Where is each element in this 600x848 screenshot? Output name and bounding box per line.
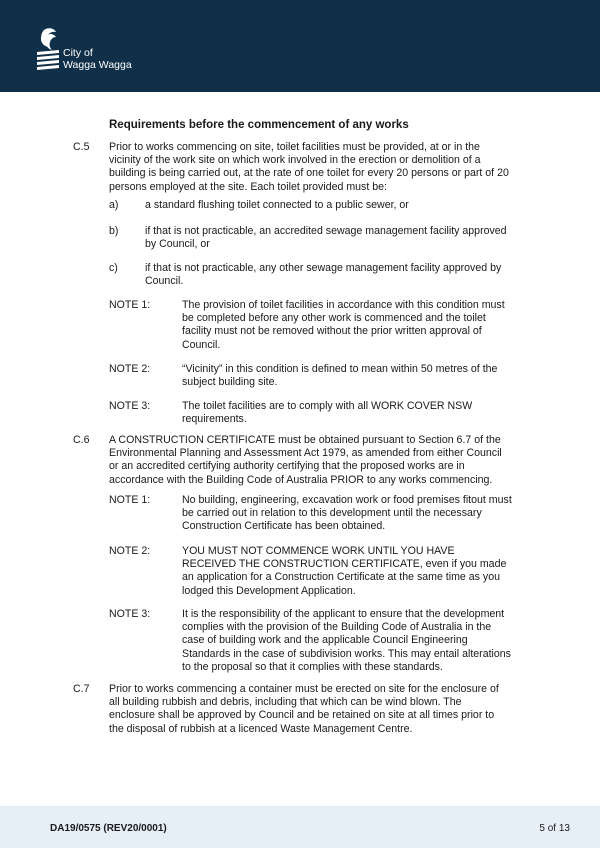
text-line: The toilet facilities are to comply with… (182, 400, 473, 412)
text-line: Environmental Planning and Assessment Ac… (109, 447, 502, 460)
page-footer: DA19/0575 (REV20/0001) 5 of 13 (0, 806, 600, 848)
text-line: Council. (182, 338, 221, 351)
list-item-label: a) (109, 199, 119, 211)
text-line: lodged this Development Application. (182, 584, 356, 597)
note-text: No building, engineering, excavation wor… (182, 494, 530, 534)
text-line: It is the responsibility of the applican… (182, 608, 505, 620)
note-text: The provision of toilet facilities in ac… (182, 299, 530, 352)
text-line: The provision of toilet facilities in ac… (182, 299, 505, 311)
clause-number: C.5 (73, 141, 90, 153)
text-line: building is being carried out, at the ra… (109, 167, 509, 180)
list-item-text: if that is not practicable, an accredite… (145, 225, 530, 251)
note-label: NOTE 2: (109, 363, 151, 375)
text-line: enclosure shall be approved by Council a… (109, 709, 495, 722)
document-reference: DA19/0575 (REV20/0001) (50, 823, 167, 834)
note-label: NOTE 3: (109, 400, 151, 412)
text-line: requirements. (182, 413, 247, 426)
page-number: 5 of 13 (539, 823, 570, 834)
text-line: be completed before any other work is co… (182, 312, 486, 325)
clause-number: C.6 (73, 434, 90, 446)
note-label: NOTE 3: (109, 608, 151, 620)
text-line: Construction Certificate has been obtain… (182, 520, 386, 533)
list-item-text: if that is not practicable, any other se… (145, 262, 530, 288)
clause-text: Prior to works commencing a container mu… (109, 683, 529, 736)
text-line: all building rubbish and debris, includi… (109, 696, 462, 709)
note-label: NOTE 1: (109, 299, 151, 311)
text-line: by Council, or (145, 238, 210, 251)
text-line: persons employed at the site. Each toile… (109, 180, 387, 193)
logo-line1: City of (63, 47, 93, 59)
page-header: City of Wagga Wagga (0, 0, 600, 92)
wagga-wagga-logo-icon (37, 28, 59, 70)
text-line: Prior to works commencing on site, toile… (109, 141, 480, 153)
text-line: Council. (145, 275, 184, 288)
text-line: “Vicinity” in this condition is defined … (182, 363, 498, 375)
text-line: an application for a Construction Certif… (182, 571, 500, 584)
clause-number: C.7 (73, 683, 90, 695)
note-text: “Vicinity” in this condition is defined … (182, 363, 530, 389)
text-line: facility must not be removed without the… (182, 325, 482, 338)
city-logo: City of Wagga Wagga (34, 26, 144, 76)
text-line: Prior to works commencing a container mu… (109, 683, 499, 695)
note-text: YOU MUST NOT COMMENCE WORK UNTIL YOU HAV… (182, 545, 530, 598)
text-line: vicinity of the work site on which work … (109, 154, 481, 167)
note-text: The toilet facilities are to comply with… (182, 400, 530, 426)
text-line: complies with the provision of the Build… (182, 621, 492, 634)
text-line: if that is not practicable, an accredite… (145, 225, 507, 237)
text-line: be carried out in relation to this devel… (182, 507, 482, 520)
note-text: It is the responsibility of the applican… (182, 608, 530, 674)
section-heading: Requirements before the commencement of … (109, 119, 409, 131)
text-line: No building, engineering, excavation wor… (182, 494, 512, 506)
list-item-label: c) (109, 262, 118, 274)
clause-text: Prior to works commencing on site, toile… (109, 141, 529, 194)
note-label: NOTE 1: (109, 494, 151, 506)
text-line: the disposal of rubbish at a licenced Wa… (109, 722, 413, 735)
text-line: case of building work and the applicable… (182, 634, 468, 647)
list-item-text: a standard flushing toilet connected to … (145, 199, 530, 212)
text-line: Standards in the case of subdivision wor… (182, 647, 511, 660)
text-line: YOU MUST NOT COMMENCE WORK UNTIL YOU HAV… (182, 545, 455, 557)
list-item-label: b) (109, 225, 119, 237)
text-line: to the proposal so that it complies with… (182, 660, 443, 673)
note-label: NOTE 2: (109, 545, 151, 557)
logo-line2: Wagga Wagga (63, 59, 132, 71)
text-line: subject building site. (182, 376, 278, 389)
text-line: or an accredited certifying authority ce… (109, 460, 465, 473)
text-line: a standard flushing toilet connected to … (145, 199, 409, 211)
text-line: RECEIVED THE CONSTRUCTION CERTIFICATE, e… (182, 558, 507, 571)
text-line: accordance with the Building Code of Aus… (109, 473, 493, 486)
clause-text: A CONSTRUCTION CERTIFICATE must be obtai… (109, 434, 529, 487)
logo-text: City of Wagga Wagga (63, 47, 132, 71)
text-line: A CONSTRUCTION CERTIFICATE must be obtai… (109, 434, 501, 446)
text-line: if that is not practicable, any other se… (145, 262, 502, 274)
